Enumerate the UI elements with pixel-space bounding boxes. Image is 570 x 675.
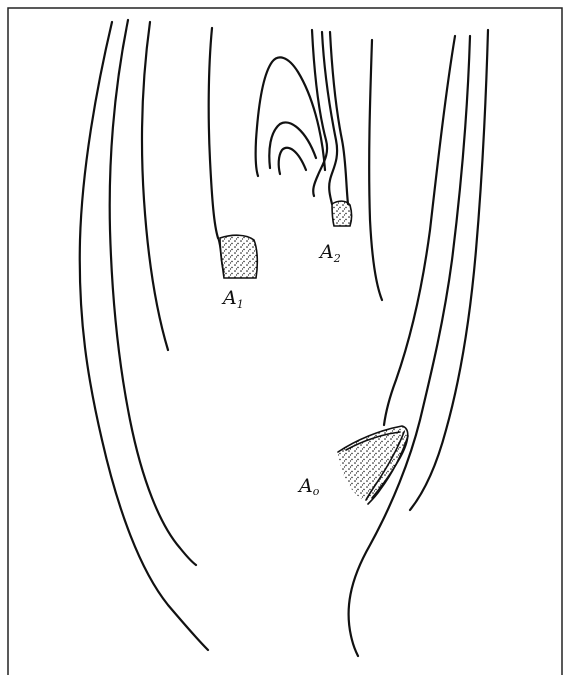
label-a2-sub: 2 [333,252,341,265]
label-a0: Ao [297,475,320,498]
left-short-contour [142,22,168,350]
site-a2-region [332,201,352,226]
hairpin-loop-inner [269,122,316,168]
label-a0-sub: o [313,485,320,498]
a2-duct-mid [322,32,337,204]
right-outer-contour [349,36,470,656]
a2-duct-left [312,30,327,196]
right-inner-contour [384,36,455,425]
site-a1-region [220,235,257,278]
label-a0-main: A [297,475,313,497]
right-short-contour [369,40,382,300]
hairpin-loop-inner-2 [279,148,306,174]
left-outer-contour [80,22,208,650]
a1-duct [209,28,218,238]
label-a1-sub: 1 [237,298,244,311]
label-a2: A2 [318,241,341,265]
label-a1: A1 [221,287,244,311]
far-right-contour [410,30,488,510]
figure-frame [8,8,562,675]
left-inner-contour [110,20,196,565]
label-a2-main: A [318,241,334,263]
label-a1-main: A [221,287,237,309]
